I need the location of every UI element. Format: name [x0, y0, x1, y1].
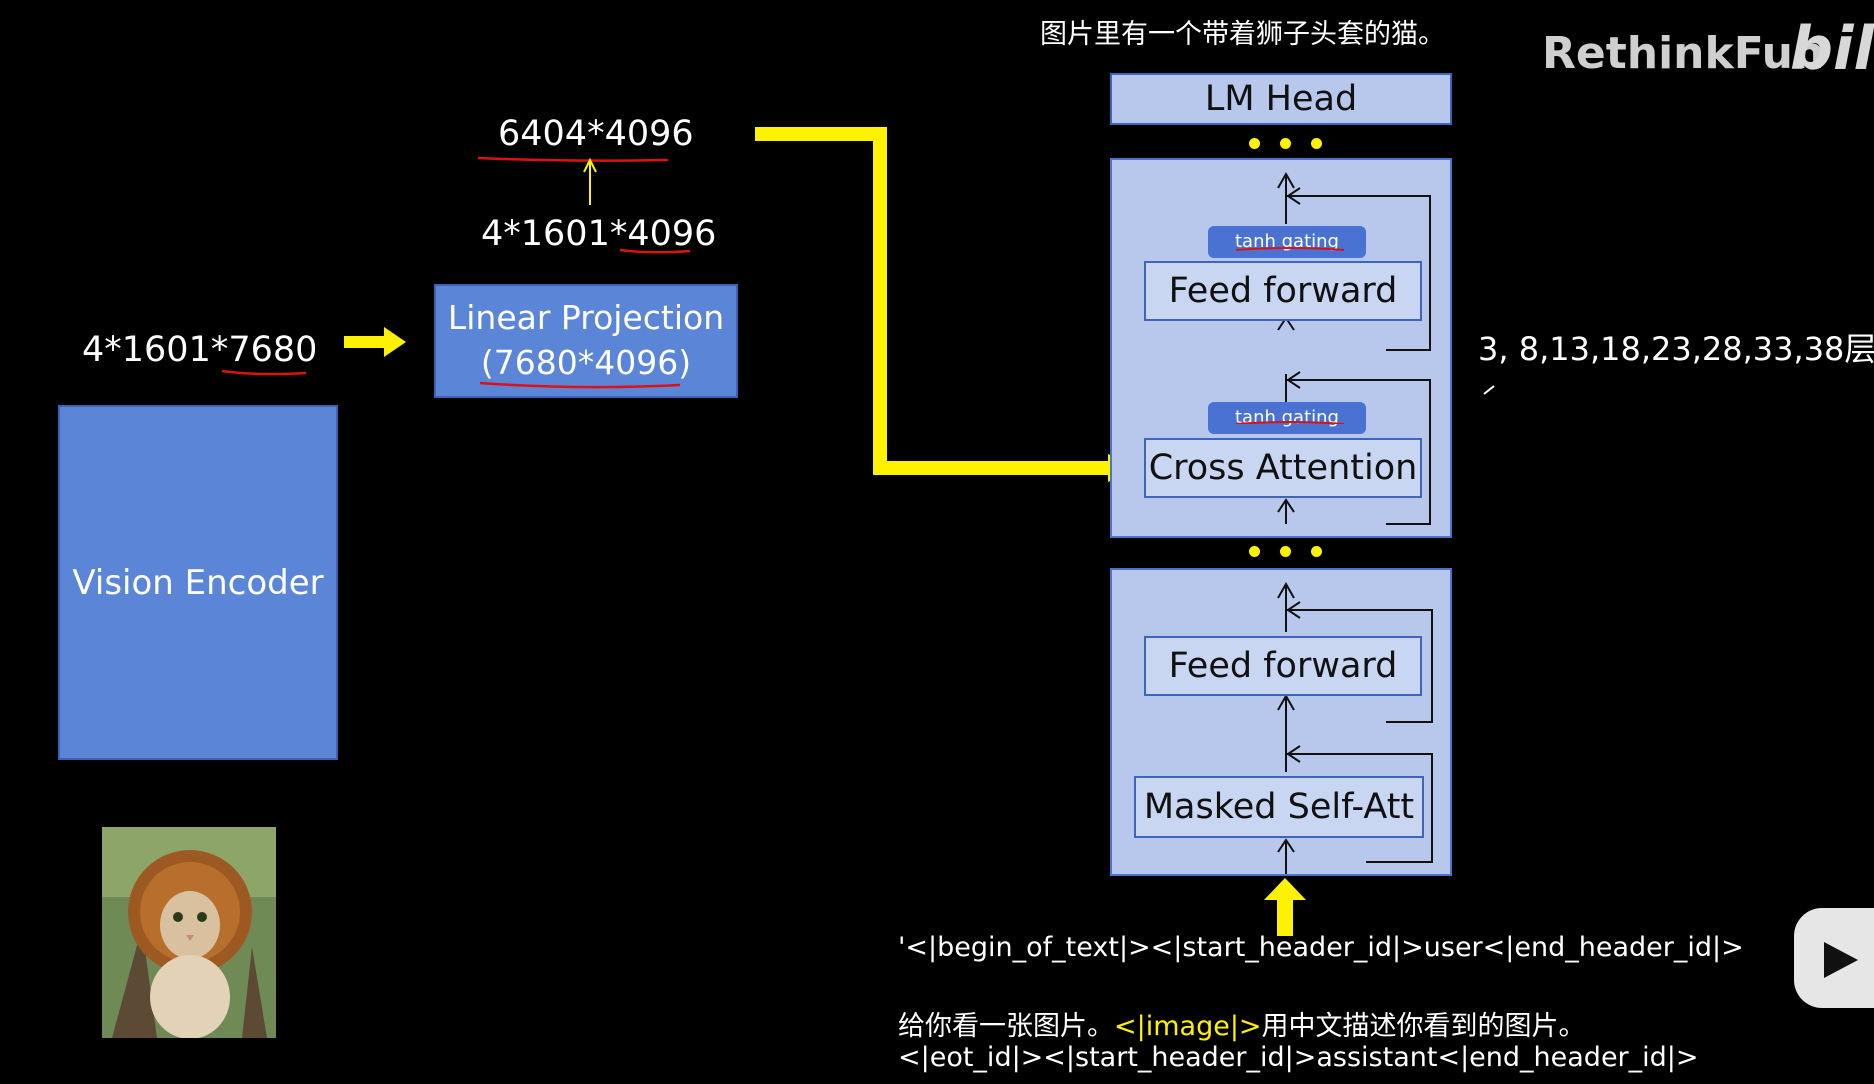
flattened-shape: 6404*4096: [498, 114, 694, 154]
feed-forward-cross-label: Feed forward: [1168, 271, 1398, 311]
projection-title: Linear Projection: [447, 298, 725, 337]
cat-photo: [102, 827, 276, 1039]
gating-strikethroughs: [1235, 247, 1345, 424]
projection-dims: (7680*4096): [480, 343, 692, 382]
cross-attention-layers-note: 3, 8,13,18,23,28,33,38层: [1478, 330, 1874, 368]
masked-self-attention-label: Masked Self-Att: [1143, 787, 1415, 827]
lm-head-label: LM Head: [1204, 79, 1358, 119]
play-icon: [1824, 942, 1858, 978]
prompt-line-1: '<|begin_of_text|><|start_header_id|>use…: [898, 932, 1744, 963]
cross-attention-label: Cross Attention: [1148, 448, 1418, 488]
masked-self-attention-box: Masked Self-Att: [1134, 776, 1424, 838]
brand-watermark: RethinkFun: [1542, 28, 1825, 79]
bilibili-logo: bili: [1790, 14, 1874, 84]
note-tick: [1483, 385, 1495, 395]
self-block-arrows: [1277, 581, 1433, 874]
linear-projection-box: Linear Projection (7680*4096): [434, 284, 738, 398]
prompt-line-2-start: 给你看一张图片。: [898, 1011, 1114, 1042]
projected-shape: 4*1601*4096: [481, 214, 717, 254]
feed-forward-self-label: Feed forward: [1168, 646, 1398, 686]
ellipsis-middle: [1230, 546, 1340, 557]
prompt-line-3: <|eot_id|><|start_header_id|>assistant<|…: [898, 1042, 1699, 1073]
underline-flattened: [477, 156, 669, 162]
feed-forward-cross-box: Feed forward: [1144, 261, 1422, 321]
vision-encoder-label: Vision Encoder: [72, 562, 324, 603]
vision-encoder-box: Vision Encoder: [58, 405, 338, 760]
prompt-line-2: 给你看一张图片。<|image|>用中文描述你看到的图片。: [898, 1004, 1586, 1043]
feed-forward-self-box: Feed forward: [1144, 636, 1422, 696]
underline-7680: [221, 369, 307, 376]
tanh-gating-upper-label: tanh gating: [1235, 231, 1339, 252]
ellipsis-top: [1230, 138, 1340, 149]
arrow-to-projection: [344, 327, 406, 357]
prompt-line-2-end: 用中文描述你看到的图片。: [1261, 1011, 1586, 1042]
play-button[interactable]: [1794, 908, 1874, 1008]
projection-to-cross-attention-arrow: [755, 127, 1138, 482]
encoder-output-shape: 4*1601*7680: [82, 330, 318, 370]
output-caption: 图片里有一个带着狮子头套的猫。: [1040, 19, 1445, 50]
lm-head-box: LM Head: [1110, 73, 1452, 125]
input-arrow: [1264, 878, 1306, 936]
tanh-gating-lower: tanh gating: [1208, 402, 1366, 434]
image-token: <|image|>: [1114, 1011, 1262, 1042]
tanh-gating-upper: tanh gating: [1208, 226, 1366, 258]
cross-attention-box: Cross Attention: [1144, 438, 1422, 498]
